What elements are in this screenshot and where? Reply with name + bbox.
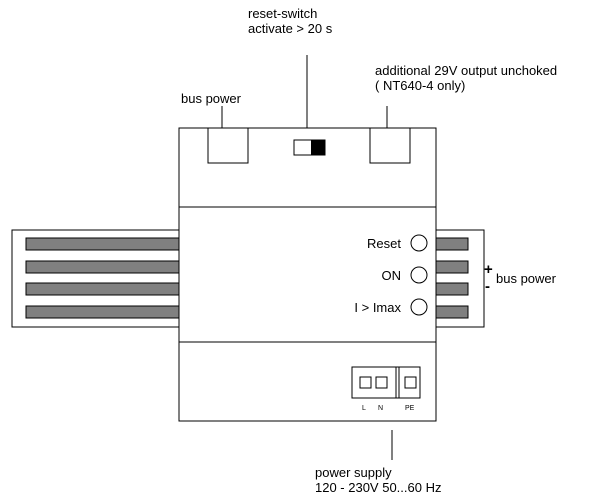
terminal-n-label: N (378, 405, 384, 412)
terminal-pe (404, 376, 417, 389)
right-rail-stripes (433, 237, 469, 319)
device-middle-section (178, 206, 437, 343)
bus-power-side-label: bus power (496, 271, 556, 286)
reset-switch-label-line: reset-switch (248, 6, 318, 21)
additional-output-label-line: additional 29V output unchoked (375, 63, 558, 78)
terminal-n (375, 376, 388, 389)
left-rail-stripe (25, 282, 183, 296)
power-supply-label-line: power supply (315, 465, 392, 480)
reset-switch-label-line: activate > 20 s (248, 21, 333, 36)
left-rail-stripe (25, 260, 183, 274)
reset-switch-slider[interactable] (311, 140, 325, 155)
power-supply-label-line: 120 - 230V 50...60 Hz (315, 480, 442, 495)
right-rail-stripe (433, 305, 469, 319)
right-rail-stripe (433, 260, 469, 274)
right-rail-stripe (433, 282, 469, 296)
on-led-label: ON (381, 268, 402, 283)
reset-led (410, 234, 428, 252)
additional-output-label-line: ( NT640-4 only) (375, 78, 466, 93)
reset-led-label: Reset (367, 236, 401, 251)
terminal-l (359, 376, 372, 389)
left-rail-stripes (25, 237, 183, 319)
reset-switch-label: reset-switch activate > 20 s (248, 6, 332, 36)
right-rail-stripe (433, 237, 469, 251)
additional-output-label: additional 29V output unchoked ( NT640-4… (375, 63, 557, 93)
left-rail-stripe (25, 237, 183, 251)
on-led (410, 266, 428, 284)
power-supply-label: power supply 120 - 230V 50...60 Hz (315, 465, 441, 495)
bus-power-top-label: bus power (181, 91, 241, 106)
additional-output-connector (369, 127, 411, 164)
overcurrent-led-label: I > Imax (354, 300, 401, 315)
bus-power-connector (207, 127, 249, 164)
plus-sign: + (484, 261, 493, 278)
overcurrent-led (410, 298, 428, 316)
terminal-l-label: L (362, 405, 366, 412)
left-rail-stripe (25, 305, 183, 319)
minus-sign: - (485, 278, 490, 295)
terminal-pe-label: PE (405, 405, 415, 412)
